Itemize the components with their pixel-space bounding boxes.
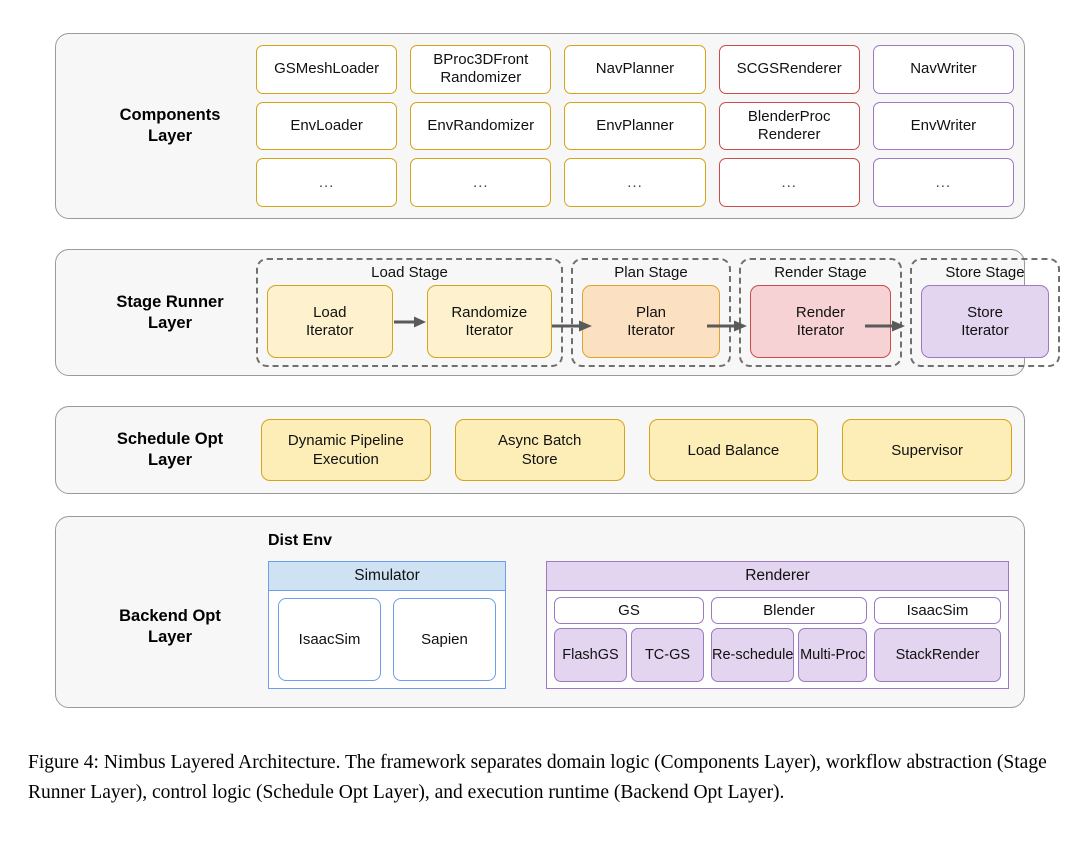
renderer-group-gs: GS FlashGS TC-GS	[554, 597, 704, 682]
backend-opt-layer: Backend Opt Layer Dist Env Simulator Isa…	[55, 516, 1025, 708]
stage-runner-layer: Stage Runner Layer Load Stage Load Itera…	[55, 249, 1060, 376]
iterator-store[interactable]: Store Iterator	[921, 285, 1049, 358]
stage-group-plan: Plan Stage Plan Iterator	[571, 258, 731, 367]
stage-group-store: Store Stage Store Iterator	[910, 258, 1060, 367]
simulator-panel-header: Simulator	[269, 562, 505, 591]
stage-label-load: Load Stage	[371, 264, 448, 281]
schedule-box-dynamic-pipeline-execution[interactable]: Dynamic Pipeline Execution	[261, 419, 431, 481]
simulator-chip-sapien[interactable]: Sapien	[393, 598, 496, 681]
backend-panels: Simulator IsaacSim Sapien Renderer GS Fl…	[268, 561, 1009, 689]
renderer-group-blender-items: Re-schedule Multi-Proc	[711, 628, 867, 682]
component-box-gsmeshloader[interactable]: GSMeshLoader	[256, 45, 398, 94]
renderer-group-isaacsim-title[interactable]: IsaacSim	[874, 597, 1001, 624]
simulator-panel-body: IsaacSim Sapien	[269, 591, 505, 688]
renderer-item-stackrender[interactable]: StackRender	[874, 628, 1001, 682]
simulator-chip-isaacsim[interactable]: IsaacSim	[278, 598, 381, 681]
renderer-item-flashgs[interactable]: FlashGS	[554, 628, 627, 682]
component-box-envrandomizer[interactable]: EnvRandomizer	[410, 101, 552, 151]
stage-group-load: Load Stage Load Iterator Randomize Itera…	[256, 258, 563, 367]
renderer-item-multi-proc[interactable]: Multi-Proc	[798, 628, 867, 682]
arrow-plan-stage-to-render-stage	[707, 317, 747, 335]
stage-label-plan: Plan Stage	[614, 264, 688, 281]
arrow-render-stage-to-store-stage	[865, 317, 905, 335]
renderer-panel: Renderer GS FlashGS TC-GS Blender Re-sch…	[546, 561, 1009, 689]
stage-label-render: Render Stage	[774, 264, 867, 281]
arrow-load-to-randomize	[393, 285, 427, 358]
iterator-load[interactable]: Load Iterator	[267, 285, 393, 358]
renderer-item-tc-gs[interactable]: TC-GS	[631, 628, 704, 682]
simulator-panel: Simulator IsaacSim Sapien	[268, 561, 506, 689]
stage-strip: Load Stage Load Iterator Randomize Itera…	[256, 258, 1060, 367]
component-box-writer-more[interactable]: ...	[872, 158, 1014, 207]
schedule-opt-layer-title: Schedule Opt Layer	[116, 430, 224, 469]
renderer-group-isaacsim-items: StackRender	[874, 628, 1001, 682]
stage-group-render: Render Stage Render Iterator	[739, 258, 902, 367]
schedule-strip: Dynamic Pipeline Execution Async Batch S…	[261, 419, 1012, 481]
component-box-randomizer-more[interactable]: ...	[410, 158, 552, 207]
component-box-bproc3dfront-randomizer[interactable]: BProc3DFront Randomizer	[410, 45, 552, 94]
arrow-load-stage-to-plan-stage	[552, 317, 592, 335]
renderer-group-blender-title[interactable]: Blender	[711, 597, 867, 624]
renderer-group-gs-title[interactable]: GS	[554, 597, 704, 624]
renderer-panel-body: GS FlashGS TC-GS Blender Re-schedule Mul…	[547, 591, 1008, 688]
renderer-panel-header: Renderer	[547, 562, 1008, 591]
stage-row-store: Store Iterator	[921, 285, 1049, 358]
schedule-box-load-balance[interactable]: Load Balance	[648, 419, 819, 481]
renderer-group-isaacsim: IsaacSim StackRender	[874, 597, 1001, 682]
dist-env-label: Dist Env	[268, 532, 333, 549]
components-layer-title: Components Layer	[119, 106, 221, 145]
component-box-navplanner[interactable]: NavPlanner	[564, 45, 706, 94]
component-box-blenderproc-renderer[interactable]: BlenderProc Renderer	[718, 101, 860, 151]
stage-label-store: Store Stage	[945, 264, 1025, 281]
component-box-loader-more[interactable]: ...	[256, 158, 398, 207]
renderer-group-gs-items: FlashGS TC-GS	[554, 628, 704, 682]
schedule-box-async-batch-store[interactable]: Async Batch Store	[454, 419, 625, 481]
component-box-renderer-more[interactable]: ...	[718, 158, 860, 207]
components-grid: GSMeshLoader BProc3DFront Randomizer Nav…	[256, 45, 1014, 207]
iterator-plan[interactable]: Plan Iterator	[582, 285, 720, 358]
component-box-planner-more[interactable]: ...	[564, 158, 706, 207]
renderer-group-blender: Blender Re-schedule Multi-Proc	[711, 597, 867, 682]
component-box-envwriter[interactable]: EnvWriter	[872, 101, 1014, 151]
stage-row-load: Load Iterator Randomize Iterator	[267, 285, 552, 358]
component-box-navwriter[interactable]: NavWriter	[872, 45, 1014, 94]
components-layer: Components Layer GSMeshLoader BProc3DFro…	[55, 33, 1025, 219]
stage-row-render: Render Iterator	[750, 285, 891, 358]
figure-caption: Figure 4: Nimbus Layered Architecture. T…	[28, 752, 1047, 803]
schedule-opt-layer: Schedule Opt Layer Dynamic Pipeline Exec…	[55, 406, 1025, 494]
component-box-envplanner[interactable]: EnvPlanner	[564, 101, 706, 151]
stage-runner-layer-title: Stage Runner Layer	[116, 292, 224, 332]
component-box-scgsrenderer[interactable]: SCGSRenderer	[718, 45, 860, 94]
iterator-render[interactable]: Render Iterator	[750, 285, 891, 358]
stage-row-plan: Plan Iterator	[582, 285, 720, 358]
backend-opt-layer-title: Backend Opt Layer	[119, 607, 221, 647]
component-box-envloader[interactable]: EnvLoader	[256, 101, 398, 151]
schedule-box-supervisor[interactable]: Supervisor	[842, 419, 1012, 481]
iterator-randomize[interactable]: Randomize Iterator	[426, 285, 552, 358]
renderer-item-re-schedule[interactable]: Re-schedule	[711, 628, 795, 682]
